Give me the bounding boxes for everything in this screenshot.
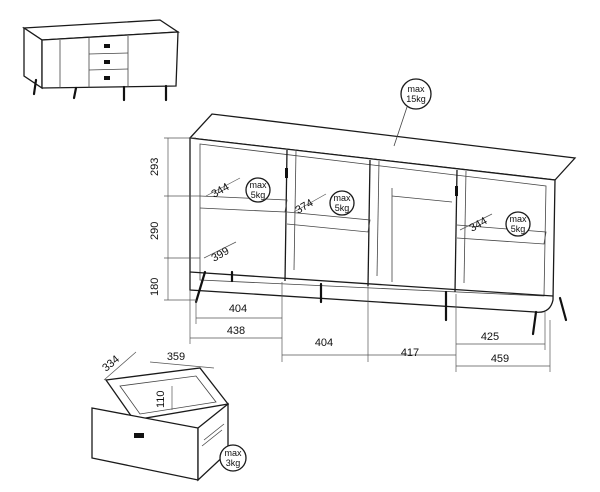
svg-text:max: max bbox=[249, 180, 267, 190]
svg-text:3kg: 3kg bbox=[226, 458, 241, 468]
dim-width-459: 459 bbox=[491, 353, 509, 365]
load-badge-shelf-2: max 5kg bbox=[329, 190, 355, 216]
drawer-detail bbox=[91, 351, 230, 482]
dim-width-425: 425 bbox=[481, 331, 499, 343]
svg-text:max: max bbox=[224, 448, 242, 458]
dim-width-404: 404 bbox=[315, 337, 333, 349]
dim-drawer-depth: 334 bbox=[100, 353, 122, 374]
svg-text:5kg: 5kg bbox=[511, 224, 526, 234]
horizontal-dimensions bbox=[189, 282, 551, 372]
dim-width-inner-1: 404 bbox=[229, 303, 247, 315]
load-badge-shelf-1: max 5kg bbox=[245, 177, 271, 203]
load-badge-shelf-4: max 5kg bbox=[505, 211, 531, 237]
dim-height-bot: 180 bbox=[149, 278, 161, 296]
svg-text:max: max bbox=[509, 214, 527, 224]
load-badge-top: max 15kg bbox=[393, 78, 432, 147]
dim-drawer-height: 110 bbox=[155, 390, 167, 408]
svg-text:5kg: 5kg bbox=[251, 190, 266, 200]
dim-width-417: 417 bbox=[401, 347, 419, 359]
svg-text:max: max bbox=[407, 84, 425, 94]
dim-height-top: 293 bbox=[149, 158, 161, 176]
svg-text:max: max bbox=[333, 193, 351, 203]
svg-text:5kg: 5kg bbox=[335, 203, 350, 213]
main-sideboard bbox=[188, 113, 577, 336]
load-badge-drawer: max 3kg bbox=[219, 444, 247, 472]
svg-text:15kg: 15kg bbox=[406, 94, 426, 104]
dim-width-438: 438 bbox=[227, 325, 245, 337]
depth-arrows bbox=[203, 177, 493, 259]
thumbnail-sideboard bbox=[22, 19, 180, 102]
vertical-dimensions bbox=[164, 137, 200, 301]
dim-drawer-width: 359 bbox=[167, 351, 185, 363]
dim-height-mid: 290 bbox=[149, 222, 161, 240]
